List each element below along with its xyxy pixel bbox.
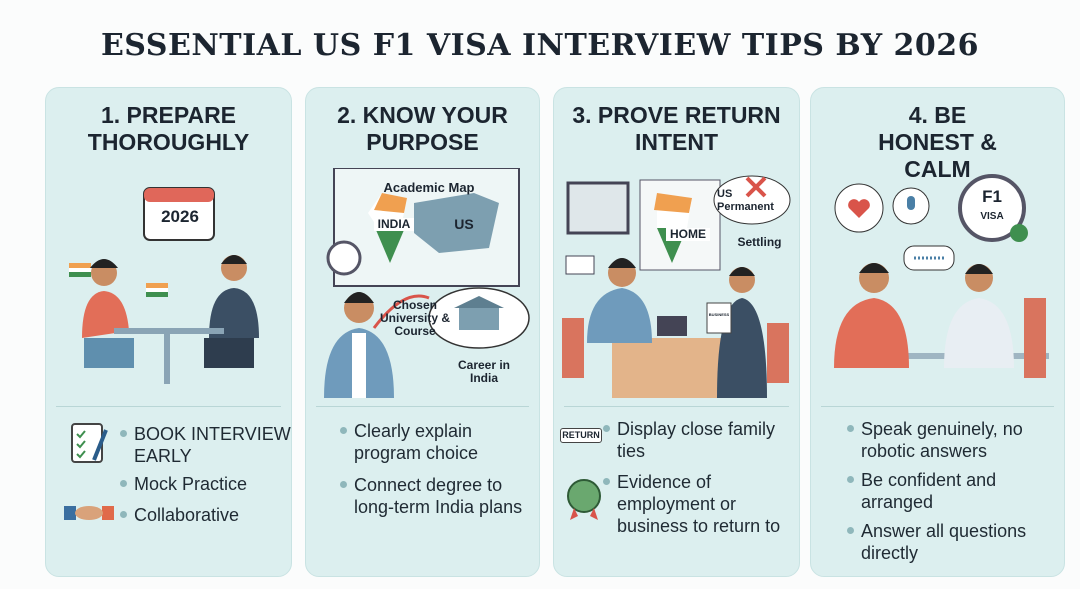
business-document <box>706 302 732 334</box>
heart-icon <box>848 199 870 218</box>
us-map <box>414 193 499 253</box>
chair <box>1024 298 1046 378</box>
us-permanent-label: US Permanent <box>717 188 774 213</box>
applicant-figure <box>587 258 652 343</box>
panel-heading: 3. PROVE RETURN INTENT <box>572 102 781 155</box>
badge-f1-label: F1 <box>982 187 1002 206</box>
document-label: BUSINESS <box>708 312 730 317</box>
illustration-return-intent: HOME US Permanent Settling BUSINESS <box>562 168 791 398</box>
badge-visa-label: VISA <box>980 211 1004 222</box>
photo-frame <box>657 316 687 336</box>
panel-heading: 1. PREPARE THOROUGHLY <box>87 102 250 155</box>
divider <box>316 406 529 407</box>
desk <box>612 338 722 398</box>
calendar-icon <box>143 187 215 241</box>
applicant-figure <box>834 263 909 368</box>
bullet-item: BOOK INTERVIEW EARLY <box>120 423 294 467</box>
bullet-item: Evidence of employment or business to re… <box>603 471 797 537</box>
chair <box>562 318 584 378</box>
student-figure <box>324 292 394 398</box>
checklist-icon <box>68 420 112 466</box>
bullet-item: Display close family ties <box>603 418 797 462</box>
bullet-item: Be confident and arranged <box>847 469 1056 513</box>
speech-bubble <box>903 245 955 271</box>
officer-figure <box>204 255 259 368</box>
officer-figure <box>944 264 1014 368</box>
bullet-item: Speak genuinely, no robotic answers <box>847 418 1056 462</box>
illustration-interview-table: 2026 <box>54 168 283 398</box>
us-label: US <box>454 216 474 232</box>
bullet-item: Clearly explain program choice <box>340 420 524 464</box>
table <box>114 328 224 334</box>
divider <box>821 406 1054 407</box>
check-icon <box>1010 224 1028 242</box>
bullet-item: Collaborative <box>119 505 240 525</box>
id-card-icon <box>565 255 595 275</box>
chosen-university-label: Chosen University & Course <box>379 298 451 338</box>
divider <box>56 406 281 407</box>
settling-label: Settling <box>737 235 782 249</box>
applicant-figure <box>82 259 134 368</box>
thought-cloud <box>713 175 791 225</box>
f1-visa-badge <box>958 174 1026 242</box>
panel-purpose: 2. KNOW YOUR PURPOSE Academic Map INDIA … <box>305 87 540 577</box>
bullet-item: Mock Practice <box>119 474 248 494</box>
map-label: Academic Map <box>383 180 475 195</box>
career-label: Career in India <box>457 358 511 385</box>
return-sign-icon: RETURN <box>560 428 602 443</box>
calendar-year: 2026 <box>161 207 199 226</box>
illustration-calm-interview: F1 VISA <box>819 168 1056 398</box>
compass-icon <box>326 240 362 276</box>
page-title: ESSENTIAL US F1 VISA INTERVIEW TIPS BY 2… <box>100 28 980 63</box>
certified-badge-icon <box>564 478 604 522</box>
india-label: INDIA <box>374 218 414 231</box>
bullet-item: Connect degree to long-term India plans <box>340 474 534 518</box>
panel-prepare: 1. PREPARE THOROUGHLY 2026 BOOK INTERVIE… <box>45 87 292 577</box>
panel-return-intent: 3. PROVE RETURN INTENT HOME US Permanent… <box>553 87 800 577</box>
panel-heading: 2. KNOW YOUR PURPOSE <box>337 102 508 155</box>
home-label: HOME <box>666 228 710 241</box>
university-icon <box>459 308 499 330</box>
microphone-icon <box>907 196 915 210</box>
family-photo <box>566 181 630 235</box>
chair <box>767 323 789 383</box>
bullet-item: Answer all questions directly <box>847 520 1056 564</box>
x-mark-icon <box>745 176 767 198</box>
divider <box>564 406 789 407</box>
handshake-icon <box>64 498 114 528</box>
illustration-academic-map: Academic Map INDIA US Chosen University … <box>314 168 531 398</box>
panel-honest-calm: 4. BE HONEST & CALM F1 VISA Speak genuin… <box>810 87 1065 577</box>
panel-heading: 4. BE HONEST & CALM <box>878 102 997 182</box>
